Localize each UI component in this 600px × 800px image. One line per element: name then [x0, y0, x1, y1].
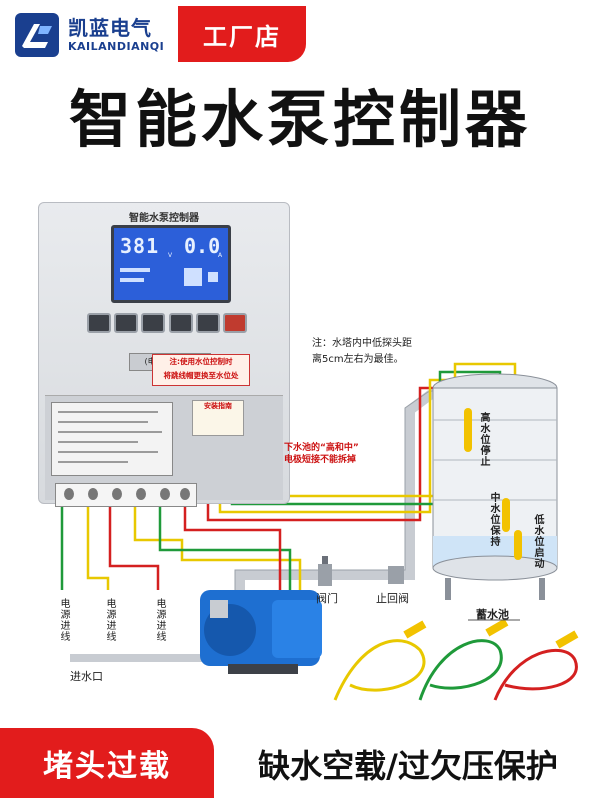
- button-stop[interactable]: [195, 313, 220, 333]
- spec-line: [58, 411, 158, 413]
- power-line-label: 电源进线: [58, 598, 69, 642]
- lcd-display: 381 V 0.0 A: [111, 225, 231, 303]
- button-mode[interactable]: [114, 313, 139, 333]
- lcd-segment: [120, 268, 150, 272]
- terminal-strip: [55, 483, 197, 507]
- spec-sheet: [51, 402, 173, 476]
- spec-line: [58, 451, 158, 453]
- feature-text: 缺水空载/过欠压保护: [258, 747, 558, 785]
- wiring-lines: [60, 362, 579, 701]
- terminal: [160, 488, 170, 500]
- lcd-current-unit: A: [218, 252, 223, 259]
- lcd-voltage-unit: V: [168, 252, 173, 259]
- spec-line: [58, 431, 162, 433]
- brand-name-latin: KAILANDIANQI: [68, 40, 165, 53]
- probe-mid: [502, 498, 510, 532]
- reservoir-label: 蓄水池: [476, 608, 509, 621]
- valve-icon: [318, 556, 332, 586]
- brand-name: 凯蓝电气: [68, 16, 152, 40]
- button-auto[interactable]: [141, 313, 166, 333]
- wire-red: [108, 480, 160, 590]
- lcd-level-icon: [184, 268, 202, 286]
- spec-line: [58, 441, 138, 443]
- button-set[interactable]: [87, 313, 111, 333]
- feature-badge: 堵头过载: [0, 728, 214, 798]
- terminal: [136, 488, 146, 500]
- valve-label: 阀门: [316, 592, 338, 605]
- page-title: 智能水泵控制器: [68, 83, 531, 156]
- probe-low: [514, 530, 522, 560]
- controller-title: 智能水泵控制器: [129, 213, 199, 224]
- header: 凯蓝电气 KAILANDIANQI 工厂店: [0, 0, 600, 72]
- spec-line: [58, 421, 148, 423]
- pump-controller: 智能水泵控制器 381 V 0.0 A (电源：380V): [38, 202, 290, 507]
- lcd-segment: [120, 278, 144, 282]
- terminal: [112, 488, 122, 500]
- probe-clip-green: [485, 618, 509, 637]
- water-tank: [432, 373, 558, 600]
- lcd-voltage: 381: [120, 234, 160, 258]
- spec-line: [58, 461, 128, 463]
- probe-cables: [333, 639, 578, 701]
- button-start[interactable]: [168, 313, 193, 333]
- install-guide-label: 安装指南: [192, 400, 244, 436]
- power-line-label: 电源进线: [154, 598, 165, 642]
- control-buttons: [87, 313, 247, 337]
- terminal: [88, 488, 98, 500]
- check-valve-label: 止回阀: [376, 592, 409, 605]
- tank-label-low: 低水位启动: [532, 514, 543, 569]
- lcd-fan-icon: [208, 272, 218, 282]
- tank-label-high: 高水位停止: [478, 412, 489, 467]
- water-pipe-outline: [234, 385, 453, 600]
- wire-green-motor: [158, 480, 292, 600]
- terminal: [180, 488, 190, 500]
- power-line-label: 电源进线: [104, 598, 115, 642]
- footer: 堵头过载 缺水空载/过欠压保护: [0, 722, 600, 800]
- inlet-label: 进水口: [70, 670, 103, 683]
- kl-logo-icon: [15, 13, 59, 57]
- jumper-notice: 注:使用水位控制时 将跳线帽更换至水位处: [152, 354, 250, 386]
- pump-icon: [200, 590, 322, 674]
- probe-high: [464, 408, 472, 452]
- short-circuit-note: 下水池的“高和中” 电极短接不能拆掉: [284, 443, 359, 465]
- probe-clip-red: [555, 630, 579, 649]
- lcd-current: 0.0: [184, 234, 221, 258]
- terminal: [64, 488, 74, 500]
- store-badge: 工厂店: [178, 6, 306, 62]
- probe-clip-yellow: [403, 620, 427, 639]
- wiring-diagram: 智能水泵控制器 381 V 0.0 A (电源：380V): [0, 180, 600, 720]
- probe-distance-note: 注：水塔内中低探头距 离5cm左右为最佳。: [312, 338, 412, 365]
- check-valve-icon: [388, 566, 404, 584]
- button-power[interactable]: [222, 313, 247, 333]
- tank-label-mid: 中水位保持: [488, 492, 499, 547]
- wire-yellow: [86, 480, 110, 590]
